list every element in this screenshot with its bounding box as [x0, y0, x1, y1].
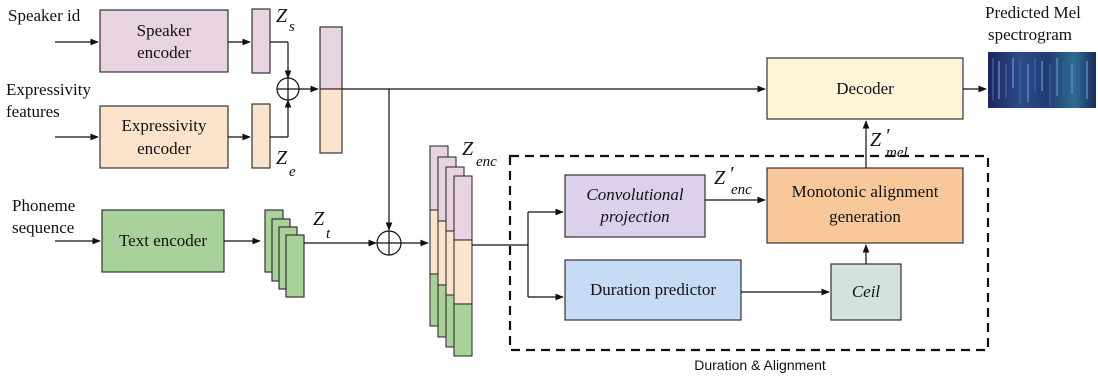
monotonic-alignment-box	[766, 167, 964, 244]
ceil-label: Ceil	[852, 282, 881, 301]
z-enc-subscript: enc	[476, 154, 497, 170]
predicted-mel-label-line2: spectrogram	[988, 25, 1072, 44]
z-t-vector-4	[285, 234, 305, 298]
speaker-encoder-box	[99, 9, 229, 73]
mel-stripe	[1012, 58, 1014, 88]
mel-stripe	[1063, 61, 1065, 95]
z-enc-prime-mark: '	[729, 163, 734, 185]
phoneme-sequence-label-line1: Phoneme	[12, 196, 75, 215]
z-enc-label: Z	[462, 138, 474, 160]
expressivity-encoder-label-line2: encoder	[137, 139, 191, 158]
z-enc-stacked-vectors	[429, 145, 473, 357]
phoneme-sequence-label-line2: sequence	[12, 218, 74, 237]
z-s-vector	[251, 8, 271, 74]
mel-stripe	[992, 58, 994, 100]
mel-spectrogram-image	[988, 52, 1096, 108]
mel-stripe	[1027, 64, 1029, 102]
mel-stripe	[1071, 64, 1073, 94]
z-e-label: Z	[276, 147, 288, 169]
z-t-subscript: t	[326, 226, 331, 242]
z-t-label: Z	[313, 208, 325, 230]
z-mel-prime-subscript: mel	[886, 145, 908, 161]
style-vector-expressivity-part	[319, 88, 343, 154]
z-enc-vector-4-segment-1	[453, 175, 473, 241]
speaker-encoder-label-line1: Speaker	[137, 21, 192, 40]
z-e-subscript: e	[289, 164, 296, 180]
mel-spectrogram-stripes	[992, 58, 1088, 106]
mel-stripe	[1005, 64, 1007, 98]
z-e-vector	[251, 103, 271, 169]
z-mel-prime-mark: '	[885, 125, 890, 147]
expressivity-encoder-label-line1: Expressivity	[122, 116, 207, 135]
style-vector-speaker-part	[319, 26, 343, 90]
monotonic-alignment-label-line1: Monotonic alignment	[792, 182, 939, 201]
z-enc-prime-subscript: enc	[731, 182, 752, 198]
mel-stripe	[998, 61, 1000, 99]
expressivity-features-label-line2: features	[6, 102, 60, 121]
predicted-mel-label-line1: Predicted Mel	[985, 3, 1081, 22]
z-enc-prime-label: Z	[714, 167, 726, 189]
duration-predictor-label: Duration predictor	[590, 280, 716, 299]
expressivity-features-label-line1: Expressivity	[6, 80, 91, 99]
convolutional-projection-label-line2: projection	[599, 207, 669, 226]
z-mel-prime-label: Z	[870, 129, 882, 151]
text-encoder-label: Text encoder	[119, 231, 207, 250]
convolutional-projection-label-line1: Convolutional	[586, 185, 684, 204]
z-t-stacked-vectors	[264, 209, 305, 298]
mel-stripe	[1019, 61, 1021, 103]
z-s-label: Z	[276, 5, 288, 27]
duration-predictor-box	[564, 259, 742, 321]
speaker-id-label: Speaker id	[8, 6, 81, 25]
text-encoder-box	[101, 209, 225, 273]
mel-stripe	[1041, 61, 1043, 91]
mel-stripe	[1078, 58, 1080, 100]
decoder-label: Decoder	[836, 79, 894, 98]
mel-stripe	[1049, 64, 1051, 106]
monotonic-alignment-label-line2: generation	[829, 207, 901, 226]
decoder-box	[766, 57, 964, 120]
z-s-subscript: s	[289, 19, 295, 35]
z-enc-vector-4-segment-3	[453, 303, 473, 357]
speaker-encoder-label-line2: encoder	[137, 43, 191, 62]
mel-stripe	[1034, 58, 1036, 92]
ceil-box	[830, 263, 902, 321]
expressivity-encoder-box	[99, 105, 229, 169]
mel-stripe	[1056, 58, 1058, 96]
mel-stripe	[1086, 61, 1088, 99]
convolutional-projection-box	[564, 174, 706, 238]
z-enc-vector-4-segment-2	[453, 239, 473, 305]
duration-alignment-label: Duration & Alignment	[694, 357, 826, 373]
duration-alignment-group	[508, 154, 990, 352]
